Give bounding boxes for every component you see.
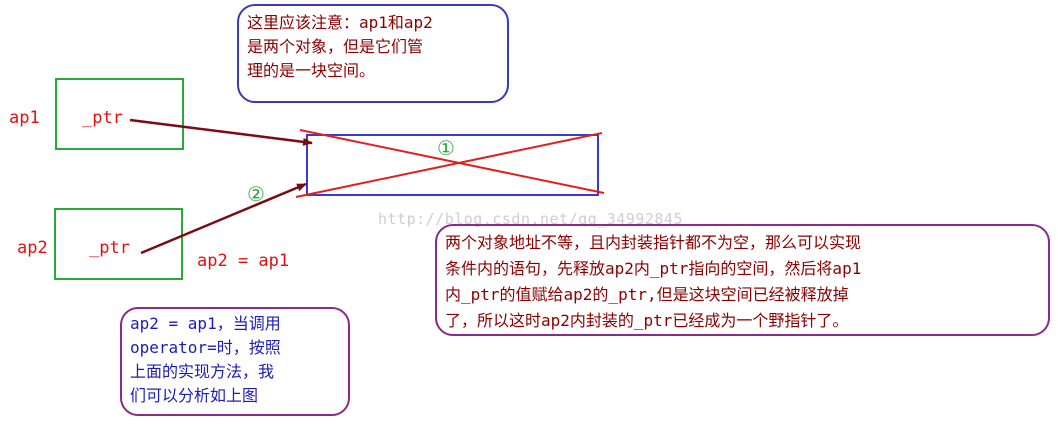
ap1-label: ap1 [9,108,40,128]
ap1-ptr-label: _ptr [82,108,123,128]
explanation-line: 了，所以这时ap2内封装的_ptr已经成为一个野指针了。 [445,311,849,330]
ap2-object-box [54,208,183,280]
explanation-line: 条件内的语句，先释放ap2内_ptr指向的空间，然后将ap1 [445,259,862,278]
operator-note-line: 上面的实现方法，我 [130,362,275,381]
operator-note-line: ap2 = ap1，当调用 [130,314,281,333]
step-2-marker: ② [247,182,265,206]
top-note-line: 这里应该注意：ap1和ap2 [247,13,433,32]
top-note-callout: 这里应该注意：ap1和ap2 是两个对象，但是它们管 理的是一块空间。 [237,4,509,103]
top-note-line: 是两个对象，但是它们管 [247,37,424,56]
ap2-ptr-label: _ptr [89,238,130,258]
ap1-object-box [55,78,184,150]
ap2-ptr-arrow [140,182,307,255]
operator-note-callout: ap2 = ap1，当调用 operator=时，按照 上面的实现方法，我 们可… [120,307,350,416]
ap2-label: ap2 [17,238,48,258]
freed-cross-line-2 [295,132,603,198]
explanation-callout: 两个对象地址不等，且内封装指针都不为空，那么可以实现 条件内的语句，先释放ap2… [435,224,1050,336]
top-note-line: 理的是一块空间。 [247,61,376,80]
ap1-ptr-arrow [129,118,313,146]
watermark: http://blog.csdn.net/qq_34992845 [378,210,683,228]
freed-cross-line-1 [299,129,605,194]
explanation-line: 两个对象地址不等，且内封装指针都不为空，那么可以实现 [445,233,862,252]
operator-note-line: operator=时，按照 [130,338,281,357]
step-1-marker: ① [437,136,455,160]
memory-block [306,134,599,196]
assignment-label: ap2 = ap1 [197,251,290,271]
explanation-line: 内_ptr的值赋给ap2的_ptr,但是这块空间已经被释放掉 [445,285,849,304]
operator-note-line: 们可以分析如上图 [130,386,259,405]
